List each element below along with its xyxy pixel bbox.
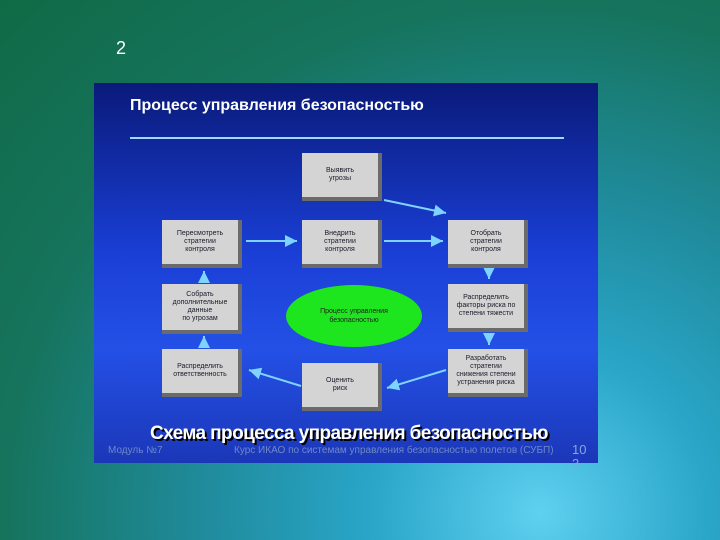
center-ellipse: Процесс управления безопасностью <box>286 285 422 347</box>
arrow-develop-to-assess <box>386 369 447 391</box>
box-review-strategies: Пересмотреть стратегии контроля <box>162 220 242 268</box>
diagram-title: Процесс управления безопасностью <box>130 97 424 114</box>
box-select-strategies: Отобрать стратегии контроля <box>448 220 528 268</box>
arrow-identify-to-select <box>383 199 447 217</box>
box-develop-strategies: Разработать стратегии снижения степени у… <box>448 349 528 397</box>
box-distribute-risk: Распределить факторы риска по степени тя… <box>448 284 528 332</box>
box-assess-risk: Оценить риск <box>302 363 382 411</box>
box-implement-strategies: Внедрить стратегии контроля <box>302 220 382 268</box>
footer-module: Модуль №7 <box>108 445 163 456</box>
arrow-assess-to-allocate <box>248 367 302 387</box>
footer-course: Курс ИКАО по системам управления безопас… <box>234 445 554 456</box>
box-allocate-responsibility: Распределить ответственность <box>162 349 242 397</box>
slide-number: 2 <box>116 38 127 58</box>
diagram-caption: Схема процесса управления безопасностью <box>150 423 549 444</box>
page-number: 10 3 <box>572 442 587 471</box>
title-underline <box>130 137 564 139</box>
diagram-panel: Процесс управления безопасностью Выявить… <box>94 83 598 471</box>
box-identify-threats: Выявить угрозы <box>302 153 382 201</box>
box-collect-data: Собрать дополнительные данные по угрозам <box>162 284 242 334</box>
arrow-layer <box>198 199 495 391</box>
